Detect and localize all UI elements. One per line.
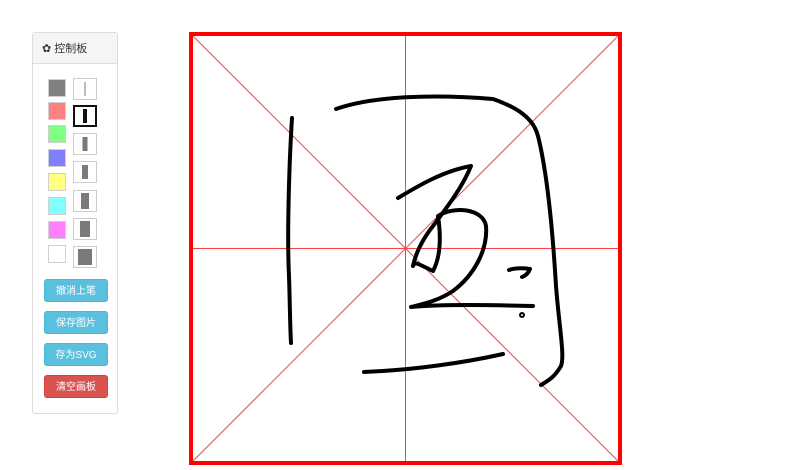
color-swatch-gray[interactable] — [48, 79, 66, 97]
color-swatch-light-green[interactable] — [48, 125, 66, 143]
pen-size-7[interactable] — [73, 246, 97, 268]
gear-icon: ✿ — [42, 42, 52, 55]
color-swatch-light-blue[interactable] — [48, 149, 66, 167]
pen-size-3[interactable] — [73, 133, 97, 155]
undo-button[interactable]: 撤消上笔 — [44, 279, 108, 302]
color-swatch-light-magenta[interactable] — [48, 221, 66, 239]
stroke-inner-glyph — [396, 164, 535, 309]
pen-size-4[interactable] — [73, 161, 97, 183]
panel-heading: ✿ 控制板 — [33, 33, 117, 64]
stroke-outer-frame — [334, 94, 565, 387]
pen-size-6[interactable] — [73, 218, 97, 240]
stroke-bottom-horizontal — [362, 352, 505, 374]
pen-size-2[interactable] — [73, 105, 97, 127]
panel-title: 控制板 — [54, 43, 88, 55]
color-swatch-light-red[interactable] — [48, 102, 66, 120]
stroke-small-hook — [507, 266, 532, 279]
pen-size-5[interactable] — [73, 190, 97, 212]
clear-board-button[interactable]: 清空画板 — [44, 375, 108, 398]
drawing-board[interactable] — [189, 32, 622, 465]
ink-strokes — [286, 94, 565, 387]
pen-size-1[interactable] — [73, 78, 97, 100]
stroke-dot — [519, 312, 525, 318]
color-swatch-light-yellow[interactable] — [48, 173, 66, 191]
save-image-button[interactable]: 保存图片 — [44, 311, 108, 334]
board-canvas[interactable] — [193, 36, 618, 461]
color-swatch-white[interactable] — [48, 245, 66, 263]
guide-lines — [193, 36, 618, 461]
color-swatch-light-cyan[interactable] — [48, 197, 66, 215]
stroke-left-vertical — [286, 116, 294, 345]
control-panel: ✿ 控制板 撤消上笔 保存图片 存为SVG 清空画板 — [32, 32, 118, 414]
save-svg-button[interactable]: 存为SVG — [44, 343, 108, 366]
